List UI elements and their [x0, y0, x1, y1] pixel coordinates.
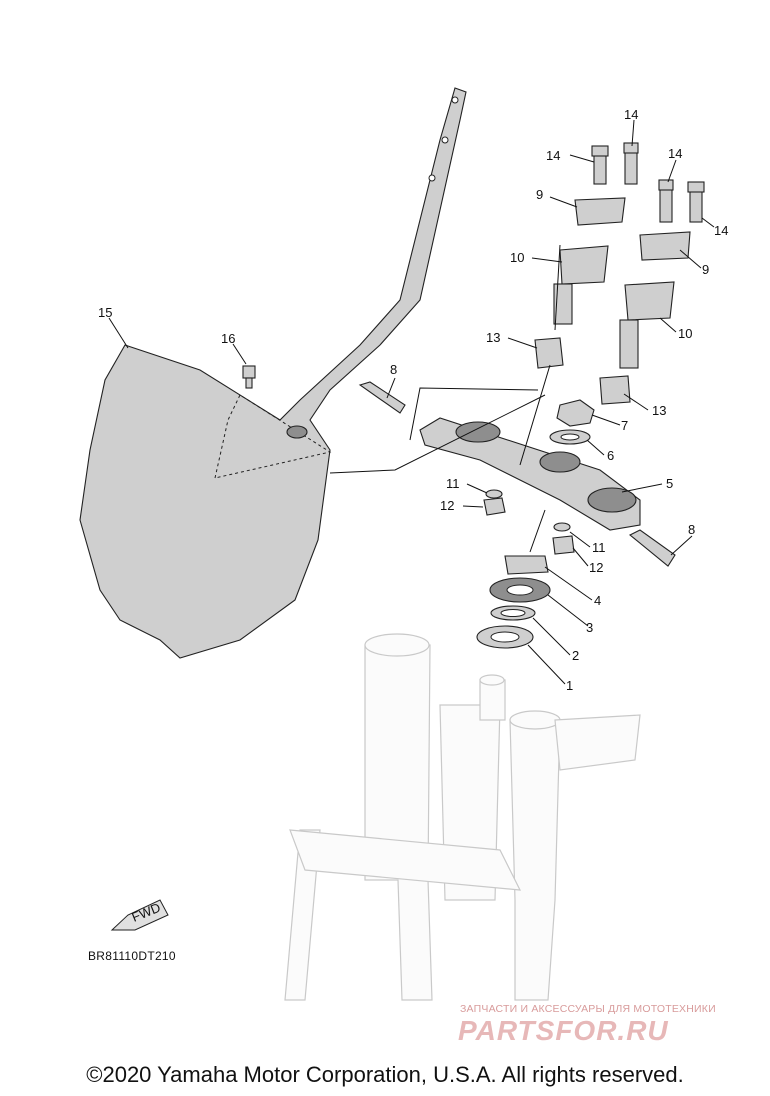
- callout-numbers: 14 14 14 14 9 9 10 10 15 16 13 13 8 8 7 …: [98, 107, 728, 693]
- callout-16: 16: [221, 331, 235, 346]
- callout-5: 5: [666, 476, 673, 491]
- parts-diagram: FWD 14 14 14 14 9 9 10: [79, 87, 728, 1001]
- callout-8: 8: [688, 522, 695, 537]
- copyright-notice: ©2020 Yamaha Motor Corporation, U.S.A. A…: [86, 1062, 684, 1087]
- callout-14: 14: [668, 146, 682, 161]
- watermark-brand: PARTSFOR.RU: [458, 1015, 669, 1046]
- diagram-code: BR81110DT210: [88, 949, 176, 963]
- callout-2: 2: [572, 648, 579, 663]
- callout-6: 6: [607, 448, 614, 463]
- callout-9: 9: [536, 187, 543, 202]
- handlebar-bolts-part: [591, 142, 705, 223]
- callout-7: 7: [621, 418, 628, 433]
- callout-9: 9: [702, 262, 709, 277]
- callout-10: 10: [510, 250, 524, 265]
- plate-bolt-part: [242, 365, 256, 389]
- callout-12: 12: [440, 498, 454, 513]
- callout-11: 11: [592, 540, 606, 555]
- callout-13: 13: [652, 403, 666, 418]
- callout-11: 11: [446, 476, 460, 491]
- callout-15: 15: [98, 305, 112, 320]
- small-nuts-part: [483, 489, 575, 555]
- dampers-part: [534, 337, 631, 405]
- upper-bracket-part: [419, 417, 641, 531]
- callout-4: 4: [594, 593, 601, 608]
- callout-14: 14: [624, 107, 638, 122]
- leader-lines: [108, 119, 715, 685]
- fwd-arrow-icon: FWD: [110, 899, 169, 931]
- callout-8: 8: [390, 362, 397, 377]
- handlebar-holders-part: [553, 197, 691, 369]
- axis-lines: [329, 244, 561, 553]
- callout-14: 14: [546, 148, 560, 163]
- pinch-bolts-part: [358, 381, 676, 567]
- callout-1: 1: [566, 678, 573, 693]
- number-plate-part: [79, 87, 467, 659]
- callout-13: 13: [486, 330, 500, 345]
- bearing-stack-part: [476, 555, 551, 649]
- fork-frame-drawing: [284, 633, 641, 1001]
- steering-nut-part: [549, 399, 595, 445]
- callout-12: 12: [589, 560, 603, 575]
- watermark-tagline: ЗАПЧАСТИ И АКСЕССУАРЫ ДЛЯ МОТОТЕХНИКИ: [460, 1003, 716, 1015]
- callout-3: 3: [586, 620, 593, 635]
- callout-10: 10: [678, 326, 692, 341]
- callout-14: 14: [714, 223, 728, 238]
